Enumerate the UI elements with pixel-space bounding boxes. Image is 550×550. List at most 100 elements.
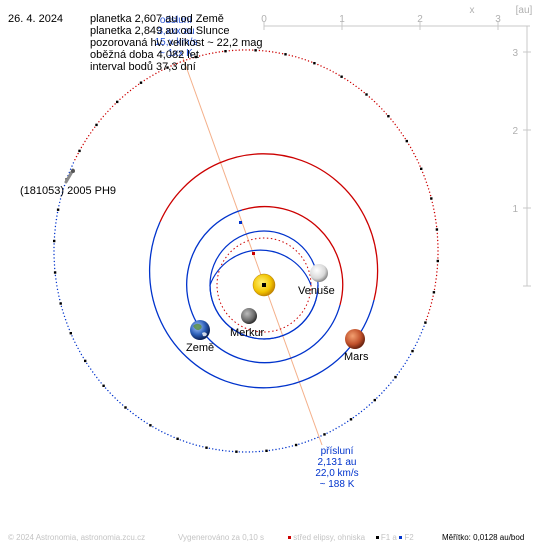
orbit-dot (90, 132, 92, 134)
orbit-dot (114, 103, 116, 105)
orbit-dot (429, 194, 432, 197)
orbit-dot (347, 79, 349, 82)
mercury-planet (241, 308, 257, 324)
orbit-dot (176, 62, 178, 65)
orbit-dot (358, 412, 360, 415)
orbit-dot (212, 448, 214, 450)
orbit-dot (301, 442, 303, 444)
orbit-dot (437, 257, 439, 259)
asteroid-orbit (53, 49, 439, 453)
orbit-dot (58, 295, 60, 297)
date-label: 26. 4. 2024 (8, 13, 64, 25)
orbit-dot (64, 319, 67, 321)
orbit-dot (436, 236, 439, 238)
orbit-dot (55, 278, 57, 280)
orbit-dot (371, 402, 373, 404)
footer-scale: Měřítko: 0,0128 au/bod (442, 533, 525, 542)
orbit-dot (84, 140, 86, 143)
orbit-step-marker (349, 418, 353, 421)
venus-label: Venuše (298, 285, 335, 297)
orbit-dot (404, 137, 406, 140)
orbit-dot (428, 309, 431, 311)
orbit-dot (252, 451, 254, 453)
orbit-dot (409, 353, 412, 356)
orbit-dot (275, 51, 277, 54)
orbit-dot (212, 52, 214, 54)
orbit-dot (335, 72, 337, 75)
orbit-dot (92, 129, 94, 131)
orbit-dot (129, 89, 132, 92)
orbit-dot (268, 50, 271, 53)
orbit-dot (146, 78, 148, 80)
orbit-dot (135, 414, 137, 417)
orbit-dot (435, 225, 438, 228)
orbit-dot (255, 451, 257, 453)
orbit-dot (238, 49, 240, 51)
orbit-dot (111, 105, 114, 108)
orbit-dot (434, 285, 436, 287)
orbit-step-marker (420, 167, 423, 170)
orbit-dot (218, 51, 220, 53)
orbit-step-marker (373, 398, 376, 402)
orbit-dot (205, 53, 207, 56)
orbit-dot (437, 250, 439, 252)
orbit-dot (54, 267, 56, 270)
orbit-dot (278, 448, 280, 450)
orbit-dot (53, 243, 55, 245)
orbit-dot (56, 288, 59, 291)
orbit-dot (258, 49, 261, 52)
orbit-dot (275, 448, 277, 451)
orbit-dot (54, 232, 56, 235)
orbit-dot (179, 439, 181, 441)
orbit-dot (127, 408, 129, 411)
footer-legend: střed elipsy, ohniska F1 a F2 (288, 533, 414, 542)
orbit-step-marker (436, 259, 439, 263)
orbit-dot (77, 347, 79, 350)
orbit-dot (262, 50, 264, 52)
orbit-dot (189, 442, 191, 444)
orbit-dot (104, 113, 107, 115)
orbit-dot (360, 89, 363, 92)
orbit-dot (235, 49, 237, 51)
orbit-dot (423, 175, 425, 177)
orbit-dot (432, 295, 434, 297)
orbit-step-marker (284, 53, 287, 56)
orbit-dot (53, 260, 55, 263)
svg-text:~ 188 K: ~ 188 K (320, 479, 355, 490)
orbit-dot (170, 435, 172, 437)
orbit-dot (61, 191, 64, 193)
info-distance-sun: planetka 2,849 au od Slunce (90, 25, 230, 37)
orbit-dot (77, 152, 79, 155)
footer-generated: Vygenerováno za 0,10 s (178, 533, 264, 542)
orbit-dot (79, 350, 81, 353)
orbit-step-marker (430, 197, 433, 200)
legend-center-marker (288, 536, 291, 540)
orbit-dot (74, 159, 76, 161)
orbit-dot (400, 368, 402, 370)
orbit-dot (402, 135, 404, 137)
orbit-dot (381, 108, 383, 110)
orbit-dot (385, 113, 388, 115)
orbit-step-marker (313, 62, 316, 65)
orbit-dot (436, 264, 439, 266)
orbit-dot (416, 159, 418, 161)
orbit-dot (252, 49, 254, 51)
orbit-dot (135, 85, 137, 88)
orbit-dot (396, 126, 398, 128)
orbit-dot (167, 433, 169, 436)
asteroid-marker (64, 168, 75, 184)
orbit-dot (291, 55, 294, 57)
orbit-dot (248, 451, 251, 453)
orbit-dot (245, 49, 247, 51)
orbit-step-marker (139, 81, 143, 84)
orbit-dot (109, 392, 111, 394)
orbit-dot (436, 267, 438, 270)
mars-orbit (148, 153, 379, 389)
orbit-dot (63, 315, 66, 318)
orbit-dot (53, 253, 55, 256)
orbit-dot (417, 338, 420, 340)
svg-text:22,0 km/s: 22,0 km/s (315, 468, 358, 479)
orbit-dot (378, 394, 381, 397)
orbit-dot (335, 427, 337, 430)
mars-label: Mars (344, 351, 369, 363)
